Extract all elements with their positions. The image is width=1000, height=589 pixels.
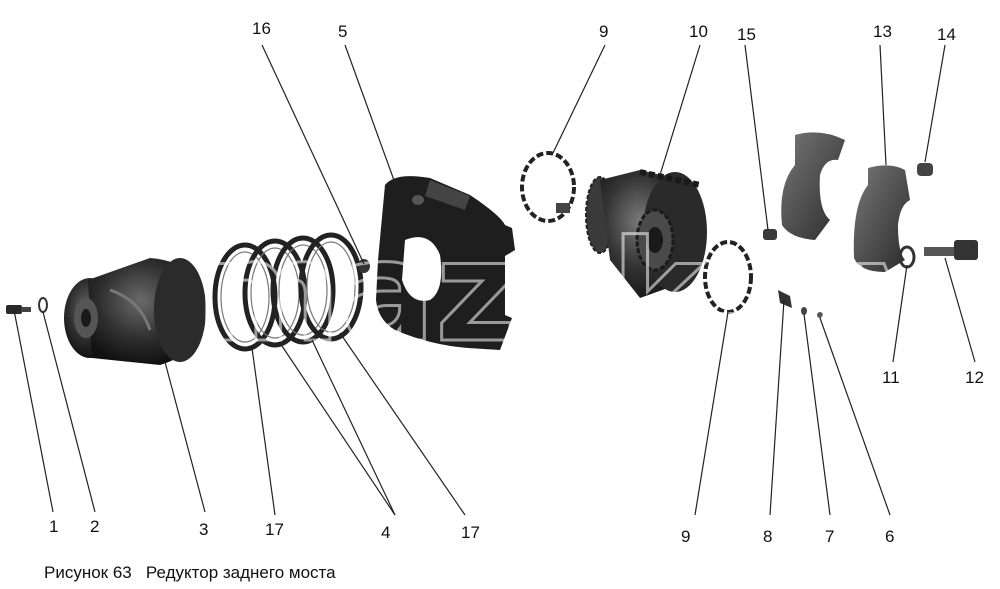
callout-7: 7 [825, 527, 834, 546]
callout-14: 14 [937, 25, 956, 44]
part-bolt-12 [924, 240, 978, 260]
watermark: mazak.py [195, 211, 949, 374]
callout-5: 5 [338, 22, 347, 41]
part-shim-4-b [270, 235, 336, 345]
part-shim-17-right [298, 232, 364, 342]
part-bolt-1 [6, 305, 31, 314]
part-bush-14 [917, 163, 933, 176]
callout-17-left: 17 [265, 520, 284, 539]
callout-15: 15 [737, 25, 756, 44]
part-pinion-housing-3 [64, 258, 206, 365]
callout-3: 3 [199, 520, 208, 539]
part-washer-7 [801, 307, 807, 315]
callout-12: 12 [965, 368, 984, 387]
figure-caption: Рисунок 63 Редуктор заднего моста [44, 563, 336, 583]
part-lock-ring-9-upper [520, 151, 576, 223]
part-differential-10 [585, 169, 707, 298]
callout-2: 2 [90, 517, 99, 536]
part-plug-16 [358, 259, 370, 273]
callout-9-upper: 9 [599, 22, 608, 41]
callout-4: 4 [381, 523, 390, 542]
callout-9-lower: 9 [681, 527, 690, 546]
figure-label: Рисунок 63 [44, 563, 132, 582]
callout-6: 6 [885, 527, 894, 546]
exploded-view-drawing: mazak.py 1 2 3 4 5 6 7 8 9 9 10 11 [6, 19, 984, 546]
callout-8: 8 [763, 527, 772, 546]
callout-10: 10 [689, 22, 708, 41]
part-lock-plate-8 [778, 290, 792, 308]
callout-16: 16 [252, 19, 271, 38]
callout-17-right: 17 [461, 523, 480, 542]
part-washer-2 [38, 297, 48, 313]
callout-11: 11 [882, 368, 900, 387]
leader-lines [13, 44, 976, 516]
callout-13: 13 [873, 22, 892, 41]
callout-numbers: 1 2 3 4 5 6 7 8 9 9 10 11 12 13 14 15 16… [49, 19, 984, 546]
figure-title: Редуктор заднего моста [145, 563, 336, 582]
part-nut-15 [763, 229, 777, 240]
part-pin-6 [817, 312, 823, 318]
part-carrier-housing-5 [376, 176, 515, 350]
part-bearing-cap-13 [853, 165, 910, 272]
callout-1: 1 [49, 517, 58, 536]
part-bearing-cap-left [781, 132, 845, 240]
